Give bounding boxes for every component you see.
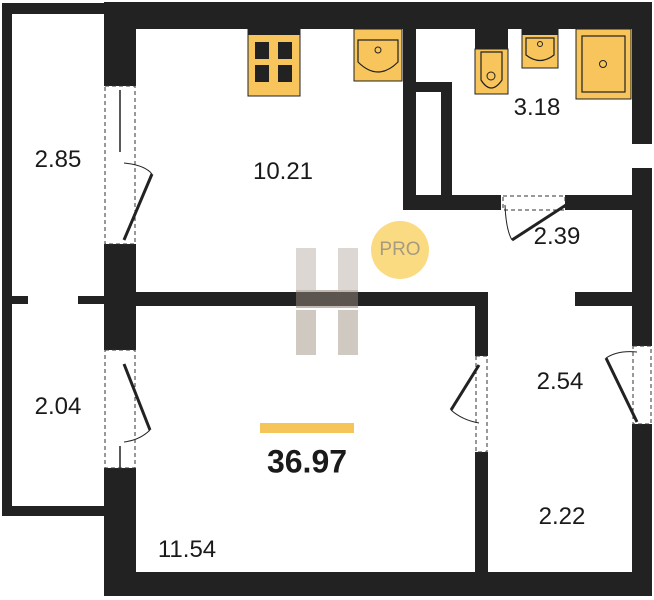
pro-badge-bg: [371, 221, 429, 279]
room-area-label: 2.04: [34, 393, 82, 420]
room-area-label: 2.39: [533, 223, 581, 250]
total-area: 36.97: [266, 443, 348, 480]
pro-badge: PRO: [379, 239, 421, 260]
doors: [119, 90, 639, 468]
stove-icon: [247, 28, 301, 97]
accent-bar: [260, 423, 354, 433]
room-area-label: 3.18: [513, 94, 561, 121]
shower-icon: [575, 28, 632, 100]
room-area-label: 10.21: [252, 158, 314, 185]
room-area-label: 2.54: [536, 368, 584, 395]
fixtures: [247, 28, 632, 100]
bath-sink-icon: [521, 28, 559, 69]
kitchen-sink-icon: [353, 28, 403, 82]
room-area-label: 2.22: [538, 503, 586, 530]
windows: [104, 85, 652, 469]
room-area-label: 2.85: [34, 146, 82, 173]
logo-watermark-icon: [296, 248, 358, 355]
room-area-label: 11.54: [157, 536, 217, 563]
toilet-icon: [474, 29, 509, 95]
